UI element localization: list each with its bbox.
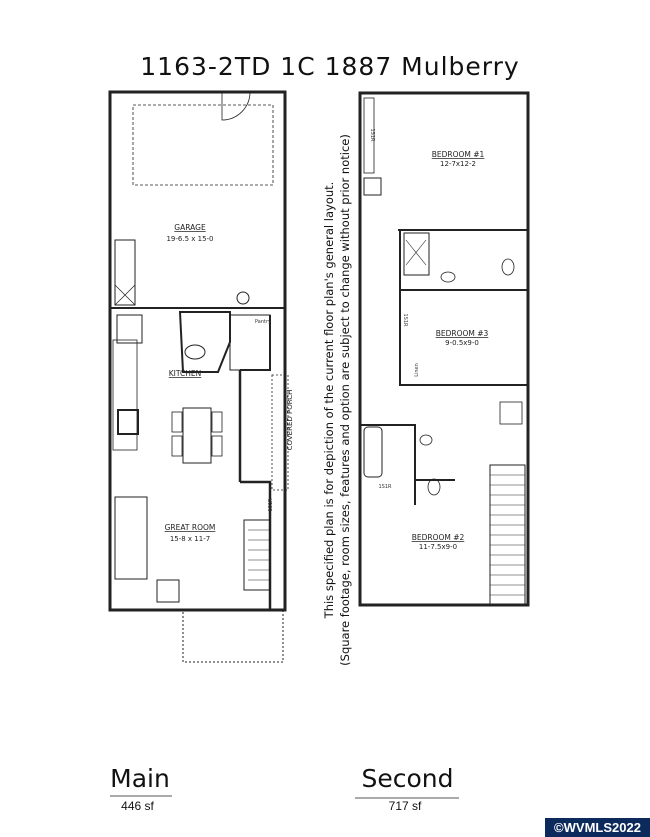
disclaimer-line-1: This specified plan is for depiction of … bbox=[322, 181, 336, 619]
closet-label-bedroom-2: 1S1R bbox=[378, 484, 392, 490]
watermark-logo: ©WVMLS2022 bbox=[545, 818, 650, 837]
closet-label-main: 1S1R bbox=[268, 498, 274, 512]
covered-porch-label: COVERED PORCH bbox=[286, 390, 294, 451]
plan-title: 1163-2TD 1C 1887 Mulberry bbox=[140, 52, 520, 81]
main-level-area: 446 sf bbox=[121, 799, 154, 813]
pantry-label: Pantry bbox=[255, 319, 271, 325]
room-label-garage: GARAGE bbox=[174, 223, 206, 232]
closet-label-bedroom-3: 1S1R bbox=[402, 313, 408, 327]
disclaimer-note: This specified plan is for depiction of … bbox=[321, 90, 353, 710]
main-floor-plan bbox=[108, 90, 289, 663]
room-label-bedroom-2: BEDROOM #2 bbox=[412, 533, 465, 542]
main-level-label: Main bbox=[110, 764, 170, 793]
room-dims-bedroom-3: 9-0.5x9-0 bbox=[445, 339, 479, 347]
room-label-bedroom-1: BEDROOM #1 bbox=[432, 150, 485, 159]
room-dims-great-room: 15-8 x 11-7 bbox=[170, 535, 210, 543]
room-label-bedroom-3: BEDROOM #3 bbox=[436, 329, 489, 338]
room-label-great-room: GREAT ROOM bbox=[165, 523, 216, 532]
room-dims-bedroom-2: 11-7.5x9-0 bbox=[419, 543, 457, 551]
second-floor-plan bbox=[358, 91, 530, 607]
disclaimer-line-2: (Square footage, room sizes, features an… bbox=[338, 134, 352, 666]
room-dims-garage: 19-6.5 x 15-0 bbox=[166, 235, 213, 243]
room-label-kitchen: KITCHEN bbox=[169, 369, 202, 378]
second-level-area: 717 sf bbox=[388, 799, 422, 813]
room-dims-bedroom-1: 12-7x12-2 bbox=[440, 160, 476, 168]
closet-label-bedroom-1: 1S1R bbox=[369, 128, 375, 142]
second-level-label: Second bbox=[361, 764, 454, 793]
linen-label: Linen bbox=[414, 363, 420, 377]
